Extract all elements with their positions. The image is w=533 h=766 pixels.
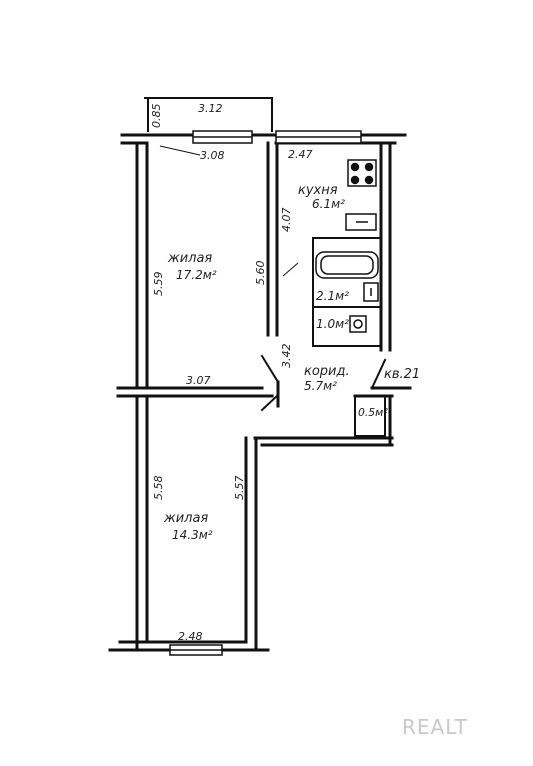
dim-corridor-length: 3.42 <box>280 344 293 369</box>
dim-room2-length: 5.58 <box>152 476 165 501</box>
living2-name: жилая <box>163 511 208 526</box>
watermark: REALT <box>402 715 468 739</box>
apartment-number: кв.21 <box>384 367 420 382</box>
corridor-name: корид. <box>304 364 350 379</box>
closet-area: 0.5м² <box>358 406 388 419</box>
balcony-outline <box>147 97 273 132</box>
dim-room-divider: 3.07 <box>186 374 211 387</box>
windows <box>169 130 362 656</box>
dim-kitchen-width: 2.47 <box>288 148 313 161</box>
sink-icon <box>345 213 377 231</box>
living1-leader <box>282 262 299 277</box>
dim-room1-inner: 5.60 <box>254 261 267 286</box>
entry-door <box>370 358 387 390</box>
dimension-labels: 3.12 0.85 3.08 2.47 5.59 5.60 4.07 3.42 … <box>150 102 313 643</box>
dim-room2-inner: 5.57 <box>233 476 246 501</box>
corridor-area: 5.7м² <box>304 379 337 393</box>
bathroom-area: 2.1м² <box>316 289 349 303</box>
dim-room1-top: 3.08 <box>200 149 225 162</box>
dim-room2-bottom: 2.48 <box>178 630 203 643</box>
dim-room1-top-leader <box>159 145 201 156</box>
dim-room1-length: 5.59 <box>152 272 165 297</box>
kitchen-name: кухня <box>298 183 338 198</box>
fixtures <box>315 159 379 333</box>
living2-area: 14.3м² <box>172 528 213 542</box>
living1-area: 17.2м² <box>176 268 217 282</box>
dim-kitchen-depth: 4.07 <box>280 208 293 233</box>
washbasin-icon <box>363 282 379 302</box>
corridor-door-left <box>260 354 280 384</box>
bathroom-block <box>312 237 382 347</box>
corridor-door-left-b <box>260 393 280 412</box>
stove-icon <box>347 159 377 187</box>
closet <box>354 395 386 437</box>
living1-name: жилая <box>167 251 212 266</box>
bathtub-icon <box>315 251 379 279</box>
dim-balcony-depth: 0.85 <box>150 104 163 129</box>
toilet-area: 1.0м² <box>316 317 349 331</box>
toilet-icon <box>349 315 367 333</box>
kitchen-area: 6.1м² <box>312 197 345 211</box>
dim-balcony-width: 3.12 <box>198 102 223 115</box>
room-labels: кухня 6.1м² жилая 17.2м² 2.1м² 1.0м² кор… <box>163 183 420 542</box>
